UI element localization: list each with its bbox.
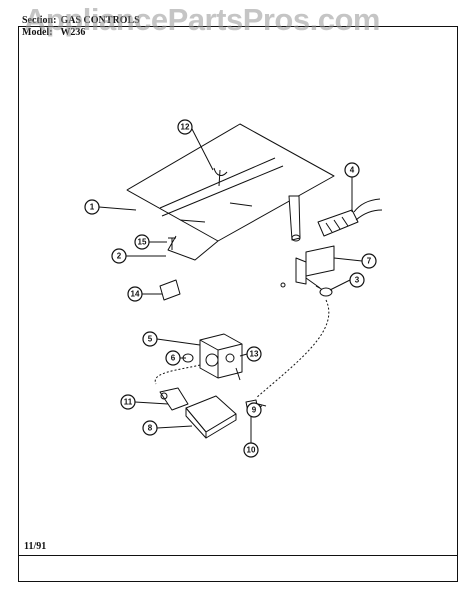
- callout-5: 5: [142, 331, 158, 347]
- revision-date: 11/91: [24, 541, 47, 552]
- callout-1-label: 1: [90, 203, 95, 212]
- model-label: Model:: [22, 27, 53, 38]
- pilot-bracket: [213, 167, 228, 187]
- callout-3: 3: [349, 272, 365, 288]
- leader-lines: [98, 126, 363, 443]
- callout-2: 2: [111, 248, 127, 264]
- callout-12: 12: [177, 119, 193, 135]
- callout-9: 9: [246, 402, 262, 418]
- callout-11-label: 11: [124, 398, 133, 407]
- section-label: Section:: [22, 15, 57, 26]
- gas-line: [154, 299, 330, 399]
- callout-13: 13: [246, 346, 262, 362]
- callout-10-label: 10: [247, 446, 256, 455]
- igniter-assembly: [280, 245, 335, 297]
- callout-6-label: 6: [171, 354, 176, 363]
- callout-10: 10: [243, 442, 259, 458]
- burner: [159, 387, 237, 439]
- section-header: Section: GAS CONTROLS: [22, 15, 140, 26]
- diagram-frame: [18, 26, 458, 556]
- connector: [317, 198, 383, 237]
- watermark: AppliancePartsPros.com: [24, 2, 380, 37]
- callout-2-label: 2: [117, 252, 122, 261]
- section-value: GAS CONTROLS: [60, 15, 140, 26]
- callout-4: 4: [344, 162, 360, 178]
- callout-8-label: 8: [148, 424, 153, 433]
- callout-15: 15: [134, 234, 150, 250]
- callout-1: 1: [84, 199, 100, 215]
- callout-14-label: 14: [131, 290, 140, 299]
- callout-13-label: 13: [250, 350, 259, 359]
- callout-6: 6: [165, 350, 181, 366]
- model-value: W236: [60, 27, 86, 38]
- callout-15-label: 15: [138, 238, 147, 247]
- callout-8: 8: [142, 420, 158, 436]
- callout-12-label: 12: [181, 123, 190, 132]
- burner-shield: [126, 123, 335, 261]
- model-header: Model: W236: [22, 27, 85, 38]
- callout-3-label: 3: [355, 276, 360, 285]
- callout-7: 7: [361, 253, 377, 269]
- gas-valve: [182, 333, 243, 381]
- tube: [288, 195, 301, 242]
- callout-7-label: 7: [367, 257, 372, 266]
- callout-9-label: 9: [252, 406, 257, 415]
- callout-5-label: 5: [148, 335, 153, 344]
- callout-4-label: 4: [350, 166, 355, 175]
- callout-11: 11: [120, 394, 136, 410]
- screw-and-bracket: [159, 237, 181, 301]
- callout-14: 14: [127, 286, 143, 302]
- footer-box: [18, 556, 458, 582]
